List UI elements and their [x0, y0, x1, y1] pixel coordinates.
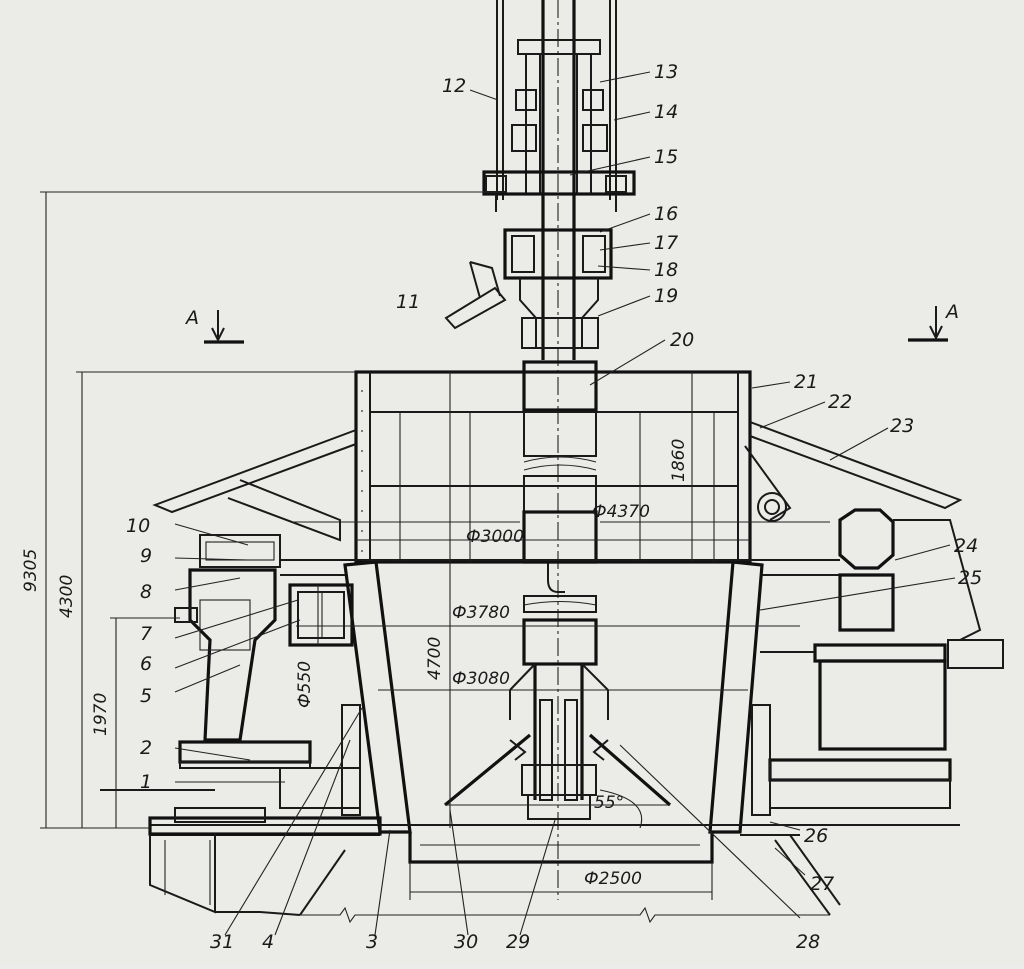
callout-21: 21 [794, 371, 818, 393]
callout-20: 20 [670, 329, 694, 351]
dim-lower-height: 1970 [91, 693, 111, 736]
dim-total-height: 9305 [21, 549, 41, 592]
dim-upper-height: 1860 [669, 439, 689, 482]
dim-cone-height: 4700 [425, 637, 445, 680]
callout-28: 28 [796, 931, 820, 953]
callout-11: 11 [396, 291, 420, 313]
callout-6: 6 [140, 653, 152, 675]
callout-4: 4 [262, 931, 274, 953]
callout-31: 31 [210, 931, 234, 953]
conical-body [150, 559, 960, 864]
callout-9: 9 [140, 545, 152, 567]
callout-26: 26 [804, 825, 828, 847]
callout-1: 1 [140, 771, 152, 793]
dim-dia-550: Ф550 [295, 661, 315, 708]
callout-12: 12 [442, 75, 466, 97]
right-motor-unit [751, 508, 1004, 916]
callout-24: 24 [954, 535, 978, 557]
callout-7: 7 [140, 623, 152, 645]
dim-dia-3080: Ф3080 [452, 669, 510, 689]
dimension-lines [40, 191, 830, 924]
dim-dia-4370: Ф4370 [592, 502, 650, 522]
callout-10: 10 [126, 515, 150, 537]
dim-angle: 55° [594, 793, 624, 813]
callout-8: 8 [140, 581, 152, 603]
leader-lines [174, 71, 956, 936]
callout-29: 29 [506, 931, 530, 953]
section-label-left: A [184, 307, 199, 329]
callout-18: 18 [654, 259, 678, 281]
section-marker-right: A [908, 301, 959, 342]
callout-19: 19 [654, 285, 678, 307]
dim-dia-2500: Ф2500 [584, 869, 642, 889]
callout-3: 3 [366, 931, 378, 953]
roof-panels [152, 421, 963, 542]
callout-27: 27 [810, 873, 834, 895]
callout-25: 25 [958, 567, 982, 589]
dim-dia-3780: Ф3780 [452, 603, 510, 623]
callout-16: 16 [654, 203, 678, 225]
callout-13: 13 [654, 61, 678, 83]
dim-dia-3000: Ф3000 [466, 527, 524, 547]
dim-body-height: 4300 [57, 575, 77, 618]
upper-chamber [354, 370, 752, 564]
callout-22: 22 [828, 391, 852, 413]
vertical-shaft-assembly [444, 0, 636, 900]
callout-14: 14 [654, 101, 678, 123]
section-label-right: A [944, 301, 959, 323]
callout-15: 15 [654, 146, 678, 168]
callout-23: 23 [890, 415, 914, 437]
callout-5: 5 [140, 685, 152, 707]
callout-30: 30 [454, 931, 478, 953]
section-marker-left: A [184, 307, 244, 344]
callout-17: 17 [654, 232, 678, 254]
callout-2: 2 [140, 737, 152, 759]
